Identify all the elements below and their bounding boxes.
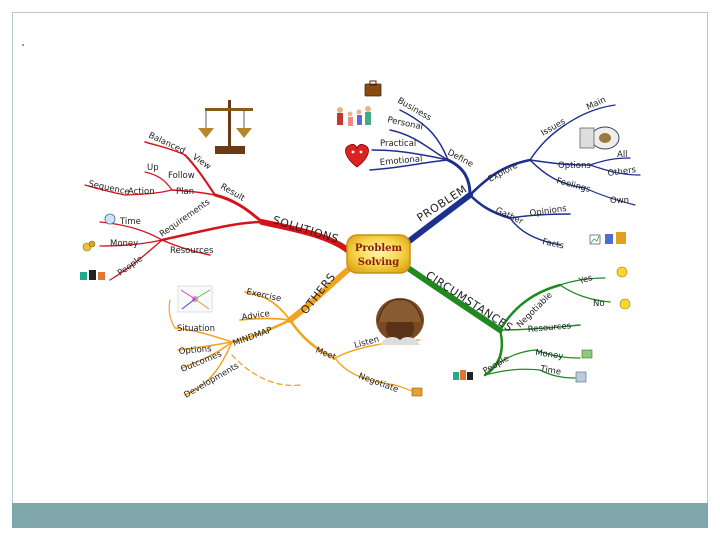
circ-money-label: Money bbox=[535, 348, 564, 362]
center-node: Problem Solving bbox=[346, 234, 411, 274]
team-icon bbox=[453, 370, 473, 380]
others-label: OTHERS bbox=[298, 270, 338, 316]
problem-branch bbox=[369, 104, 641, 246]
clock-icon bbox=[104, 213, 116, 225]
up-label: Up bbox=[147, 163, 159, 173]
money-label: Money bbox=[110, 239, 138, 249]
others-options-label: Options bbox=[178, 344, 212, 357]
circ-resources-label: Resources bbox=[527, 321, 572, 335]
view-label: View bbox=[190, 152, 212, 172]
money-icon bbox=[581, 349, 593, 359]
family-icon bbox=[337, 106, 371, 126]
solutions-label: SOLUTIONS bbox=[271, 213, 340, 245]
circ-time-label: Time bbox=[538, 364, 561, 378]
listen-label: Listen bbox=[353, 335, 380, 351]
happy-face-icon bbox=[616, 266, 628, 278]
listening-person-icon bbox=[376, 298, 424, 345]
gather-label: Gather bbox=[494, 206, 525, 228]
mindmap-thumbnail-icon bbox=[177, 285, 213, 313]
own-label: Own bbox=[610, 196, 629, 206]
options-label: Options bbox=[558, 161, 591, 171]
feelings-label: Feelings bbox=[555, 176, 592, 195]
resources-label: Resources bbox=[170, 246, 214, 256]
people-icons bbox=[80, 270, 105, 280]
circumstances-label: CIRCUMSTANCES bbox=[423, 269, 515, 335]
people-label: People bbox=[116, 254, 145, 278]
advice-label: Advice bbox=[241, 309, 270, 323]
time-label: Time bbox=[119, 217, 141, 227]
briefcase-icon bbox=[364, 80, 382, 97]
time-icon bbox=[575, 371, 587, 383]
opinions-label: Opinions bbox=[529, 204, 568, 219]
heart-icon bbox=[345, 144, 369, 168]
explore-label: Explore bbox=[487, 161, 520, 185]
yes-label: Yes bbox=[577, 273, 595, 287]
all-label: All bbox=[617, 150, 628, 160]
emotional-label: Emotional bbox=[379, 154, 422, 168]
no-label: No bbox=[593, 299, 605, 309]
facts-icons bbox=[589, 232, 626, 245]
others-opt-label: Others bbox=[607, 165, 637, 179]
balance-scale-icon bbox=[198, 100, 253, 154]
exercise-label: Exercise bbox=[245, 287, 282, 304]
situation-label: Situation bbox=[177, 324, 215, 334]
meet-label: Meet bbox=[314, 346, 338, 363]
negotiate-label: Negotiate bbox=[357, 371, 400, 395]
circumstances-branch bbox=[405, 265, 611, 379]
center-title-line1: Problem bbox=[355, 243, 403, 254]
action-label: Action bbox=[128, 187, 155, 197]
handshake-icon bbox=[411, 387, 423, 397]
circ-people-label: People bbox=[482, 354, 511, 377]
practical-label: Practical bbox=[380, 139, 416, 149]
sequence-label: Sequence bbox=[87, 179, 130, 198]
center-title-line2: Solving bbox=[358, 257, 400, 268]
facts-label: Facts bbox=[541, 237, 565, 251]
solutions-branch bbox=[84, 141, 353, 281]
requirements-label: Requirements bbox=[158, 197, 213, 239]
footer-bar bbox=[12, 503, 708, 528]
follow-label: Follow bbox=[168, 171, 195, 181]
coins-icon bbox=[82, 240, 96, 252]
cylinder-icon bbox=[579, 126, 620, 150]
sad-face-icon bbox=[619, 298, 631, 310]
issues-label: Issues bbox=[540, 116, 568, 138]
slide-dot bbox=[22, 44, 24, 46]
plan-label: Plan bbox=[176, 187, 194, 197]
mindmap-label: MINDMAP bbox=[232, 325, 274, 348]
